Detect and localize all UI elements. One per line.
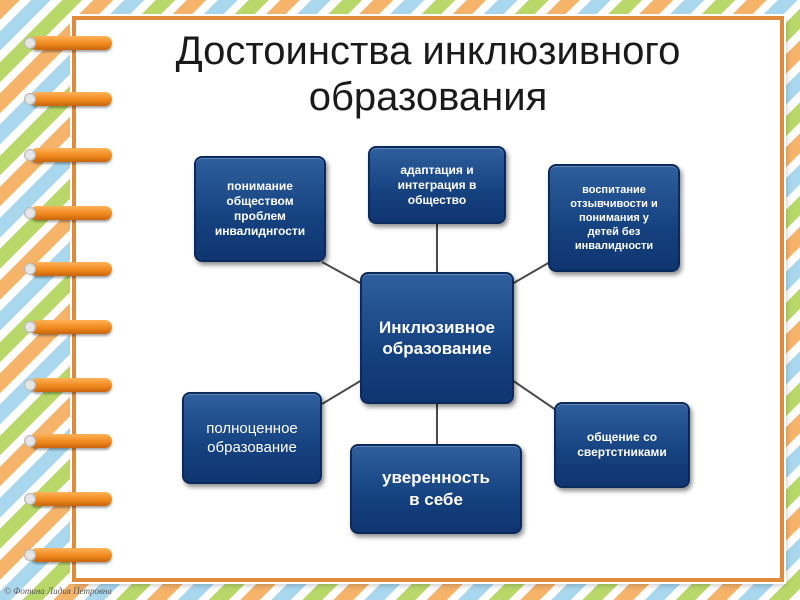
node-understanding-label: понимание обществом проблем инвалиднгост… (214, 179, 306, 238)
node-confidence-label: уверенность в себе (382, 468, 490, 509)
spiral-binding-ring (24, 492, 112, 506)
spiral-binding-ring (24, 36, 112, 50)
node-understanding: понимание обществом проблем инвалиднгост… (194, 156, 326, 262)
connector-communication (511, 379, 557, 411)
node-adaptation: адаптация и интеграция в общество (368, 146, 506, 224)
author-credit: © Фотина Лидия Петровна (4, 586, 112, 596)
spiral-binding-ring (24, 378, 112, 392)
spiral-binding-ring (24, 434, 112, 448)
node-communication: общение со свертстниками (554, 402, 690, 488)
slide-title-text: Достоинства инклюзивного образования (175, 29, 681, 119)
center-node-label: Инклюзивное образование (379, 318, 495, 358)
node-adaptation-label: адаптация и интеграция в общество (397, 162, 477, 207)
node-upbringing-label: воспитание отзывчивости и понимания у де… (570, 184, 658, 252)
connector-understanding (321, 261, 363, 285)
spiral-binding-ring (24, 262, 112, 276)
node-upbringing: воспитание отзывчивости и понимания у де… (548, 164, 680, 272)
spiral-binding-ring (24, 548, 112, 562)
spiral-binding-ring (24, 148, 112, 162)
node-full-education-label: полноценное образование (206, 420, 298, 456)
node-full-education: полноценное образование (182, 392, 322, 484)
slide-title: Достоинства инклюзивного образования (72, 28, 784, 120)
spiral-binding-ring (24, 206, 112, 220)
connector-upbringing (511, 261, 551, 285)
connector-full-education (321, 379, 363, 405)
node-communication-label: общение со свертстниками (577, 430, 667, 459)
spiral-binding-ring (24, 320, 112, 334)
center-node: Инклюзивное образование (360, 272, 514, 404)
node-confidence: уверенность в себе (350, 444, 522, 534)
spiral-binding-ring (24, 92, 112, 106)
